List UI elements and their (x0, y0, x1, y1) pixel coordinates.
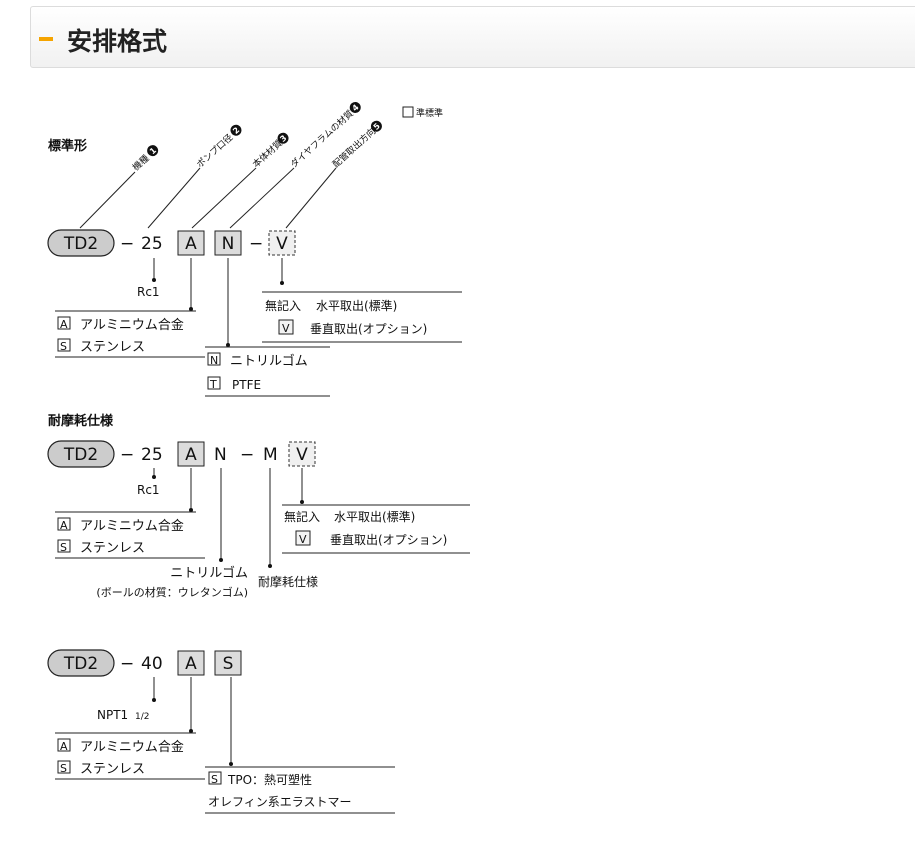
wear-direction-option-code-2: V (299, 533, 307, 546)
npt-body-option-code-1: A (60, 740, 68, 753)
npt-material-code: A (185, 654, 197, 674)
callout-number-2: 2 (231, 125, 241, 135)
material-code-box (177, 230, 205, 256)
wear-label: 耐摩耗仕様 (258, 574, 318, 589)
legend-label: 準標準 (416, 107, 443, 119)
callout-number-3: 3 (278, 133, 288, 143)
body-option-code-2: S (60, 340, 67, 353)
direction-option-label-2: 垂直取出(オプション) (310, 322, 427, 336)
wear-body-option-label-2: ステンレス (80, 541, 145, 556)
thread-label: Rc1 (137, 285, 160, 299)
npt-body-option-label-1: アルミニウム合金 (80, 739, 184, 755)
model-code: TD2 (63, 234, 98, 254)
model-pill (47, 229, 115, 257)
wear-code-dash: − (120, 445, 134, 465)
npt-diaphragm-label-1: TPO：熱可塑性 (227, 772, 312, 787)
npt-model-pill (47, 649, 115, 677)
callout-number-1: 1 (148, 146, 158, 157)
npt-model-code: TD2 (63, 654, 98, 674)
npt-code-dash: − (120, 654, 134, 674)
code-dash: − (120, 234, 134, 254)
callout-label-1: 機種 (130, 152, 151, 173)
wear-code-dash-2: − (240, 445, 254, 465)
npt-diaphragm-option-code: S (211, 773, 218, 786)
wear-model-pill (47, 440, 115, 468)
npt-diaphragm-label-2: オレフィン系エラストマー (208, 795, 352, 809)
direction-code: V (276, 234, 288, 254)
wear-direction-option-label-1: 水平取出(標準) (334, 509, 415, 524)
wear-body-option-code-1: A (60, 519, 68, 532)
npt-body-option-label-2: ステンレス (80, 762, 145, 777)
page-title: 安排格式 (67, 27, 168, 56)
wear-model-code: TD2 (63, 445, 98, 465)
body-option-label-1: アルミニウム合金 (80, 317, 184, 333)
body-option-label-2: ステンレス (80, 340, 145, 355)
header-accent-bar (39, 37, 53, 41)
npt-diaphragm-code: S (223, 654, 234, 674)
size-code: 25 (141, 234, 163, 254)
diaphragm-option-label-2: PTFE (232, 378, 261, 392)
npt-thread-label: NPT1 (97, 708, 128, 722)
wear-diaphragm-label: ニトリルゴム (170, 565, 248, 581)
wear-section-title: 耐摩耗仕様 (48, 413, 114, 429)
diaphragm-option-label-1: ニトリルゴム (230, 353, 308, 369)
direction-option-label-1: 水平取出(標準) (316, 298, 397, 313)
diaphragm-option-code-1: N (210, 354, 218, 367)
material-code: A (185, 234, 197, 254)
diaphragm-code: N (222, 234, 235, 254)
direction-option-code-2: V (282, 322, 290, 335)
wear-body-option-code-2: S (60, 541, 67, 554)
npt-thread-fraction: 1/2 (135, 712, 149, 722)
callout-number-5: 5 (372, 121, 382, 132)
npt-body-option-code-2: S (60, 762, 67, 775)
callout-number-4: 4 (350, 102, 360, 113)
wear-thread-label: Rc1 (137, 483, 160, 497)
wear-direction-option-code-1: 無記入 (284, 509, 320, 524)
callout-label-2: ポンプ口径 (194, 131, 235, 170)
wear-direction-option-label-2: 垂直取出(オプション) (330, 533, 447, 547)
direction-option-code-1: 無記入 (265, 298, 301, 313)
wear-direction-code-box (288, 441, 316, 467)
wear-material-code-box (177, 441, 205, 467)
wear-body-option-label-1: アルミニウム合金 (80, 518, 184, 534)
wear-code: M (263, 445, 278, 465)
npt-size-code: 40 (141, 654, 163, 674)
body-option-code-1: A (60, 318, 68, 331)
npt-material-code-box (177, 650, 205, 676)
standard-section-title: 標準形 (48, 138, 87, 154)
npt-diaphragm-code-box (214, 650, 242, 676)
wear-direction-code: V (296, 445, 308, 465)
direction-code-box (268, 230, 296, 256)
section-header: 安排格式 (30, 6, 915, 68)
wear-diaphragm-note: (ボールの材質：ウレタンゴム) (96, 585, 248, 599)
diaphragm-option-code-2: T (209, 378, 217, 391)
wear-size-code: 25 (141, 445, 163, 465)
code-dash-2: − (249, 234, 263, 254)
wear-material-code: A (185, 445, 197, 465)
wear-diaphragm-code: N (214, 445, 227, 465)
diaphragm-code-box (214, 230, 242, 256)
legend-swatch (402, 106, 414, 118)
